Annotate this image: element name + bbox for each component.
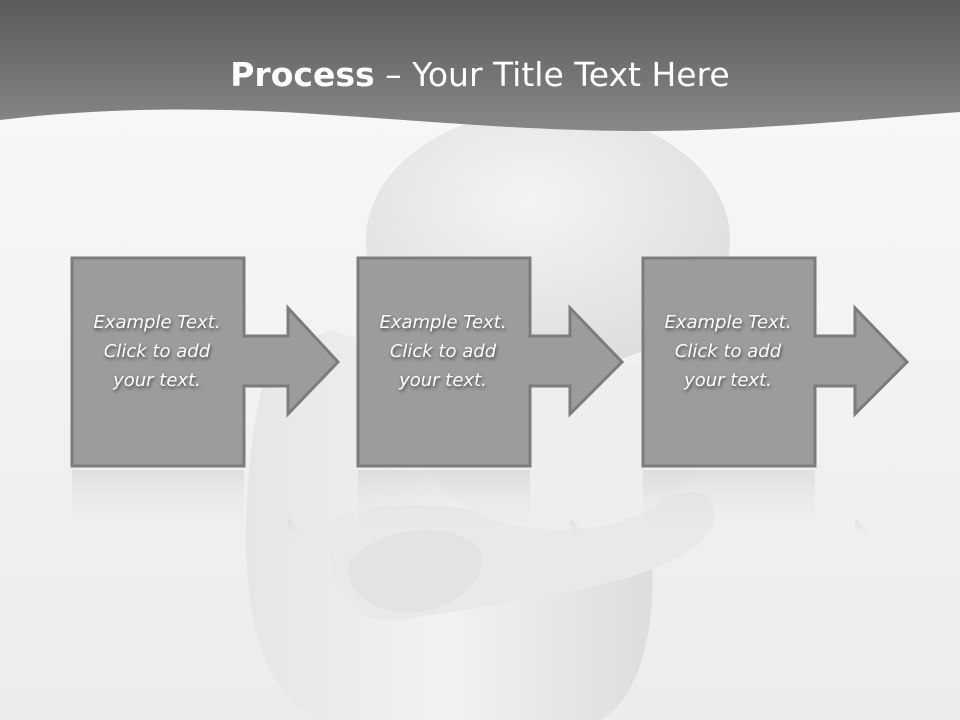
slide-title: Process – Your Title Text Here: [0, 52, 960, 98]
title-rest: – Your Title Text Here: [374, 55, 730, 94]
title-bold: Process: [230, 55, 375, 94]
step-2-text: Example Text. Click to add your text.: [379, 312, 507, 391]
step-1-arrow-shape: [70, 256, 341, 468]
process-step-1[interactable]: Example Text. Click to add your text.: [70, 256, 345, 468]
process-step-2[interactable]: Example Text. Click to add your text.: [356, 256, 631, 468]
step-1-reflection: [72, 470, 310, 540]
process-step-3[interactable]: Example Text. Click to add your text.: [641, 256, 916, 468]
step-2-arrow-shape: [356, 256, 625, 468]
step-3-arrow-shape: [641, 256, 910, 468]
step-3-text: Example Text. Click to add your text.: [664, 312, 792, 391]
step-3-reflection: [643, 470, 877, 540]
step-2-reflection: [358, 470, 592, 540]
step-1-text: Example Text. Click to add your text.: [93, 312, 221, 391]
header-band: [0, 0, 960, 132]
